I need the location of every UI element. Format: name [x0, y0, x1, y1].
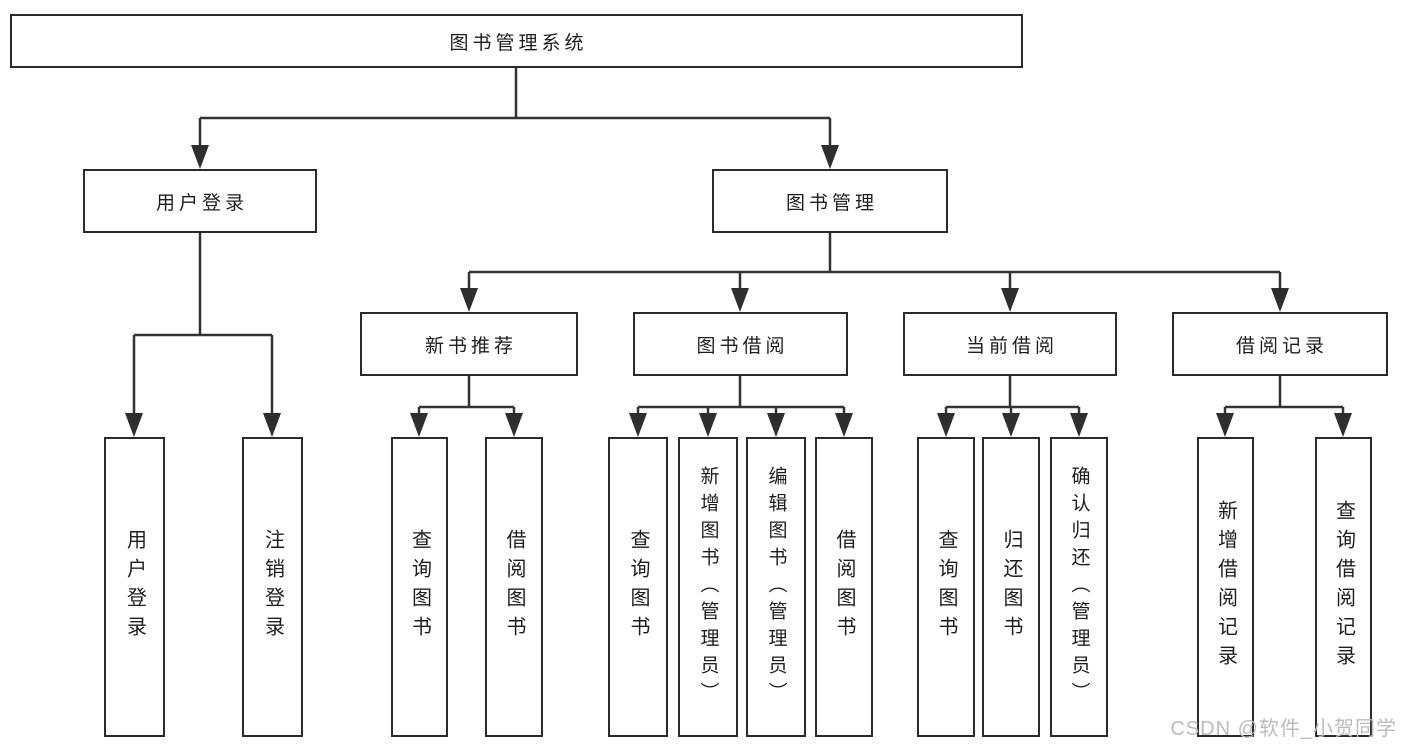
node-label: 借阅图书 [833, 529, 855, 645]
arrowhead [699, 413, 717, 437]
leaf-add-book-admin: 新增图书（管理员） [678, 437, 738, 737]
arrowhead [1271, 288, 1289, 312]
node-label: 图书管理 [785, 192, 878, 214]
node-borrowing-records: 借阅记录 [1172, 312, 1388, 376]
arrowhead [1001, 288, 1019, 312]
leaf-query-books-recommend: 查询图书 [391, 437, 448, 737]
leaf-user-login: 用户登录 [104, 437, 165, 737]
leaf-return-books: 归还图书 [982, 437, 1040, 737]
node-label: 图书管理系统 [449, 32, 588, 54]
node-label: 编辑图书（管理员） [765, 465, 787, 709]
leaf-add-borrow-record: 新增借阅记录 [1197, 437, 1254, 737]
arrowhead [1216, 413, 1234, 437]
arrowhead [460, 288, 478, 312]
leaf-query-borrow-record: 查询借阅记录 [1315, 437, 1372, 737]
arrowhead [731, 288, 749, 312]
arrowhead [1070, 413, 1088, 437]
arrowhead [629, 413, 647, 437]
watermark-text: CSDN @软件_小贺同学 [1170, 718, 1397, 740]
leaf-borrow-books-recommend: 借阅图书 [485, 437, 543, 737]
node-label: 查询图书 [935, 529, 957, 645]
arrowhead [191, 145, 209, 169]
arrowhead [835, 413, 853, 437]
node-user-login: 用户登录 [83, 169, 317, 233]
arrowhead [125, 413, 143, 437]
node-new-book-recommendation: 新书推荐 [360, 312, 578, 376]
arrowhead [410, 413, 428, 437]
node-label: 查询借阅记录 [1332, 500, 1355, 674]
arrowhead [1002, 413, 1020, 437]
leaf-query-books-current: 查询图书 [917, 437, 975, 737]
node-label: 确认归还（管理员） [1068, 465, 1090, 709]
node-label: 归还图书 [1000, 529, 1022, 645]
arrowhead [767, 413, 785, 437]
node-label: 用户登录 [155, 192, 248, 214]
node-book-management: 图书管理 [712, 169, 948, 233]
node-label: 查询图书 [627, 529, 649, 645]
node-label: 注销登录 [261, 529, 284, 645]
node-label: 新增图书（管理员） [697, 465, 719, 709]
arrowhead [821, 145, 839, 169]
node-label: 图书借阅 [696, 335, 789, 357]
node-label: 用户登录 [123, 529, 146, 645]
leaf-confirm-return-admin: 确认归还（管理员） [1050, 437, 1108, 737]
leaf-query-books-borrowing: 查询图书 [608, 437, 668, 737]
node-library-management-system: 图书管理系统 [10, 14, 1023, 68]
node-label: 当前借阅 [965, 335, 1058, 357]
node-book-borrowing: 图书借阅 [633, 312, 848, 376]
arrowhead [937, 413, 955, 437]
arrowhead [505, 413, 523, 437]
leaf-borrow-books: 借阅图书 [815, 437, 873, 737]
arrowhead [263, 413, 281, 437]
node-current-borrowing: 当前借阅 [903, 312, 1117, 376]
node-label: 查询图书 [408, 529, 431, 645]
leaf-edit-book-admin: 编辑图书（管理员） [746, 437, 806, 737]
arrowhead [1334, 413, 1352, 437]
node-label: 借阅记录 [1235, 335, 1328, 357]
node-label: 新增借阅记录 [1214, 500, 1237, 674]
node-label: 借阅图书 [503, 529, 525, 645]
leaf-logout: 注销登录 [242, 437, 303, 737]
node-label: 新书推荐 [424, 335, 517, 357]
